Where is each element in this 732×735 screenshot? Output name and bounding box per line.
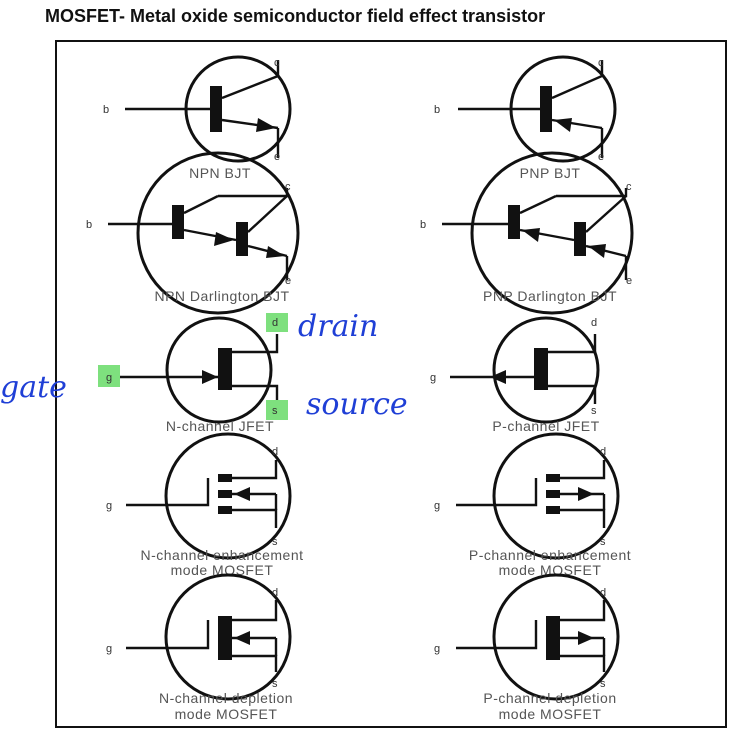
n-dep-mosfet-gate-label: g <box>106 643 112 655</box>
n-dep-mosfet-source-label: s <box>272 678 278 690</box>
npn-bjt-caption: NPN BJT <box>189 165 251 181</box>
p-dep-mosfet-drain-label: d <box>600 587 606 599</box>
n-channel-jfet-symbol: d g s N-channel JFET <box>106 316 279 434</box>
npn-darlington-bjt-symbol: b c e NPN Darlington BJT <box>86 151 300 315</box>
pnp-darlington-base-label: b <box>420 219 426 231</box>
pnp-darlington-collector-label: c <box>626 181 632 193</box>
p-dep-mosfet-caption-line1: P-channel depletion <box>483 690 616 706</box>
p-enh-mosfet-source-label: s <box>600 536 606 548</box>
p-dep-mosfet-source-label: s <box>600 678 606 690</box>
npn-darlington-emitter-label: e <box>285 275 291 287</box>
n-dep-mosfet-drain-label: d <box>272 587 278 599</box>
pnp-darlington-caption: PNP Darlington BJT <box>483 288 617 304</box>
p-dep-mosfet-gate-label: g <box>434 643 440 655</box>
npn-darlington-collector-label: c <box>285 181 291 193</box>
pnp-darlington-bjt-symbol: b c e PNP Darlington BJT <box>420 151 634 315</box>
p-enh-mosfet-caption-line1: P-channel enhancement <box>469 547 631 563</box>
p-channel-depletion-mosfet-symbol: d g s P-channel depletion mode MOSFET <box>434 573 620 722</box>
n-jfet-source-label: s <box>272 405 278 417</box>
p-channel-jfet-symbol: d g s P-channel JFET <box>430 316 600 434</box>
n-jfet-caption: N-channel JFET <box>166 418 274 434</box>
n-enh-mosfet-caption-line1: N-channel enhancement <box>140 547 303 563</box>
drain-handwritten-annotation: drain <box>298 309 378 344</box>
n-jfet-drain-label: d <box>272 317 278 329</box>
n-enh-mosfet-drain-label: d <box>272 446 278 458</box>
p-jfet-caption: P-channel JFET <box>492 418 599 434</box>
pnp-bjt-symbol: b c e PNP BJT <box>434 55 617 181</box>
n-enh-mosfet-caption-line2: mode MOSFET <box>171 562 274 578</box>
source-handwritten-annotation: source <box>306 387 408 422</box>
pnp-bjt-caption: PNP BJT <box>520 165 581 181</box>
gate-handwritten-annotation: gate <box>0 370 67 405</box>
n-enh-mosfet-gate-label: g <box>106 500 112 512</box>
gate-highlight <box>98 365 120 387</box>
n-jfet-gate-label: g <box>106 372 112 384</box>
p-jfet-source-label: s <box>591 405 597 417</box>
n-channel-depletion-mosfet-symbol: d g s N-channel depletion mode MOSFET <box>106 573 293 722</box>
n-dep-mosfet-caption-line2: mode MOSFET <box>175 706 278 722</box>
p-channel-enhancement-mosfet-symbol: d g s P-channel enhancement mode MOSFET <box>434 432 631 578</box>
p-enh-mosfet-gate-label: g <box>434 500 440 512</box>
npn-darlington-caption: NPN Darlington BJT <box>154 288 289 304</box>
p-jfet-gate-label: g <box>430 372 436 384</box>
pnp-bjt-base-label: b <box>434 104 440 116</box>
drain-highlight <box>266 313 288 332</box>
pnp-bjt-emitter-label: e <box>598 151 604 163</box>
pnp-bjt-collector-label: c <box>598 57 604 69</box>
diagram-frame <box>55 40 727 728</box>
source-highlight <box>266 400 288 420</box>
n-enh-mosfet-source-label: s <box>272 536 278 548</box>
p-jfet-drain-label: d <box>591 317 597 329</box>
n-dep-mosfet-caption-line1: N-channel depletion <box>159 690 293 706</box>
npn-bjt-base-label: b <box>103 104 109 116</box>
npn-bjt-emitter-label: e <box>274 151 280 163</box>
p-dep-mosfet-caption-line2: mode MOSFET <box>499 706 602 722</box>
npn-darlington-base-label: b <box>86 219 92 231</box>
n-channel-enhancement-mosfet-symbol: d g s N-channel enhancement mode MOSFET <box>106 432 303 578</box>
npn-bjt-collector-label: c <box>274 57 280 69</box>
p-enh-mosfet-caption-line2: mode MOSFET <box>499 562 602 578</box>
page-title: MOSFET- Metal oxide semiconductor field … <box>45 6 546 26</box>
pnp-darlington-emitter-label: e <box>626 275 632 287</box>
p-enh-mosfet-drain-label: d <box>600 446 606 458</box>
npn-bjt-symbol: b c e NPN BJT <box>103 55 292 181</box>
